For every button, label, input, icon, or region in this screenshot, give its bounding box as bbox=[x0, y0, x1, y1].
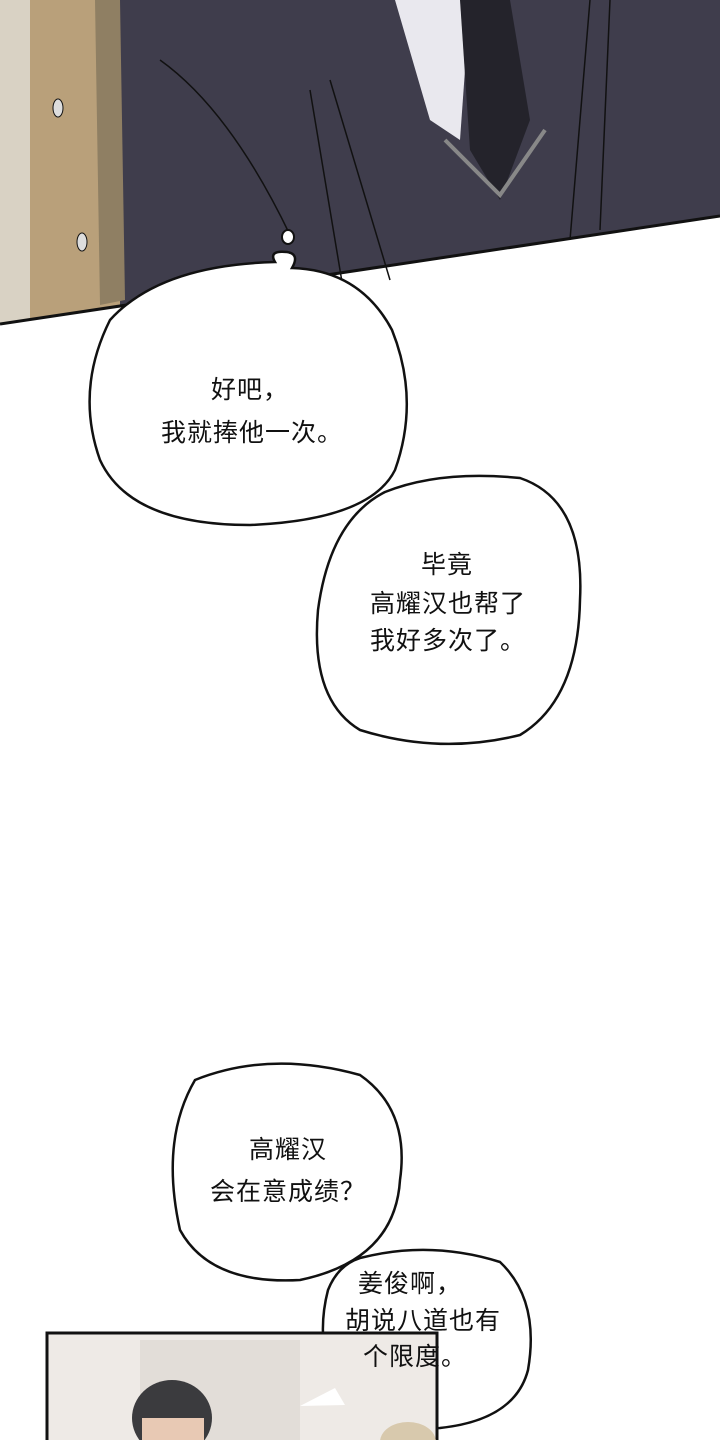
bubble-2-line-3: 我好多次了。 bbox=[369, 626, 527, 655]
bubble-4-line-3: 个限度。 bbox=[362, 1342, 468, 1371]
bubble-3 bbox=[171, 1062, 403, 1282]
top-panel bbox=[0, 0, 720, 326]
bubble-3-line-2: 会在意成绩？ bbox=[209, 1177, 367, 1206]
bottom-panel bbox=[45, 1331, 439, 1440]
bubble-2 bbox=[315, 474, 582, 746]
bubble-1-line-1: 好吧， bbox=[210, 375, 290, 404]
bubble-4-line-2: 胡说八道也有 bbox=[344, 1306, 502, 1335]
bubble-1 bbox=[88, 250, 409, 527]
bubble-1-line-2: 我就捧他一次。 bbox=[160, 418, 344, 447]
bubble-2-line-2: 高耀汉也帮了 bbox=[369, 589, 527, 618]
tie bbox=[460, 0, 530, 200]
shirt bbox=[395, 0, 470, 140]
bubble-2-line-1: 毕竟 bbox=[420, 550, 474, 579]
bubble-3-line-1: 高耀汉 bbox=[248, 1135, 328, 1164]
bubble-4-line-1: 姜俊啊， bbox=[357, 1269, 463, 1298]
